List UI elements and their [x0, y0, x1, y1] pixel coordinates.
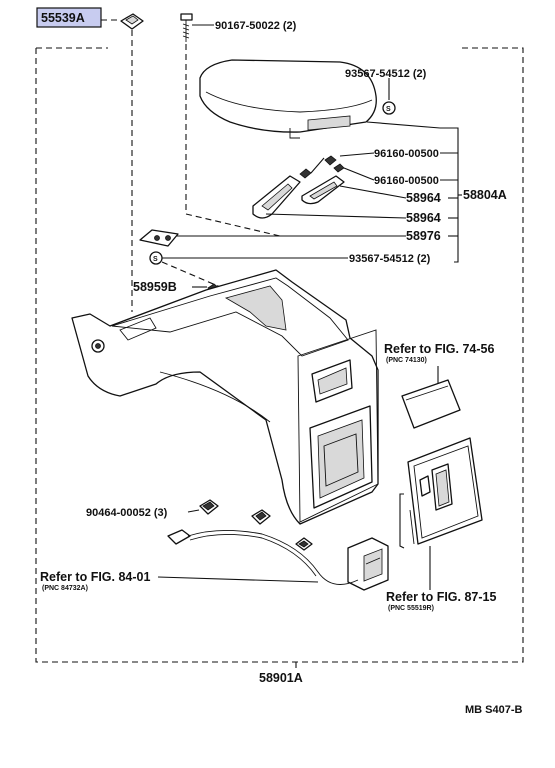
ref-87-pnc: (PNC 55519R) [388, 605, 434, 612]
svg-text:S: S [153, 256, 158, 263]
switch-panel-icon [407, 437, 483, 545]
ashtray-icon [401, 379, 461, 429]
nut-1-label: 96160-00500 [374, 148, 439, 160]
plate-icon [139, 229, 179, 247]
hinge-2-label: 58964 [406, 211, 441, 225]
hinge-1-label: 58964 [406, 191, 441, 205]
assembly-frame [35, 47, 524, 668]
clip-label: 58959B [133, 280, 177, 294]
clip-3-label: 90464-00052 (3) [86, 507, 168, 519]
highlight-part-callout[interactable]: 55539A [36, 7, 102, 28]
console-lid [199, 59, 377, 139]
ref-87-title: Refer to FIG. 87-15 [386, 590, 496, 604]
ref-74-title: Refer to FIG. 74-56 [384, 342, 494, 356]
highlight-part-label: 55539A [41, 11, 85, 25]
wire-harness-icon [167, 529, 359, 585]
screw-lower-label: 93567-54512 (2) [349, 253, 431, 265]
clip-55539a [120, 13, 144, 30]
switch-unit-icon [347, 537, 389, 591]
nut-2-label: 96160-00500 [374, 175, 439, 187]
bolt-label: 90167-50022 (2) [215, 20, 297, 32]
screw-icon-upper [382, 101, 396, 115]
ref-84-pnc: (PNC 84732A) [42, 585, 88, 592]
plate-label: 58976 [406, 229, 441, 243]
svg-text:S: S [386, 106, 391, 113]
nuts-icon [299, 155, 345, 179]
hinges-icon [252, 175, 345, 219]
highlight-box [36, 7, 102, 28]
group-label: 58804A [463, 188, 507, 202]
console-body [71, 269, 379, 525]
clip-3-icon [199, 499, 313, 551]
ref-74-pnc: (PNC 74130) [386, 357, 427, 364]
screw-upper-label: 93567-54512 (2) [345, 68, 427, 80]
assembly-label: 58901A [259, 671, 303, 685]
drawing-code: MB S407-B [465, 704, 523, 716]
bolt-icon [180, 13, 193, 42]
ref-84-title: Refer to FIG. 84-01 [40, 570, 150, 584]
